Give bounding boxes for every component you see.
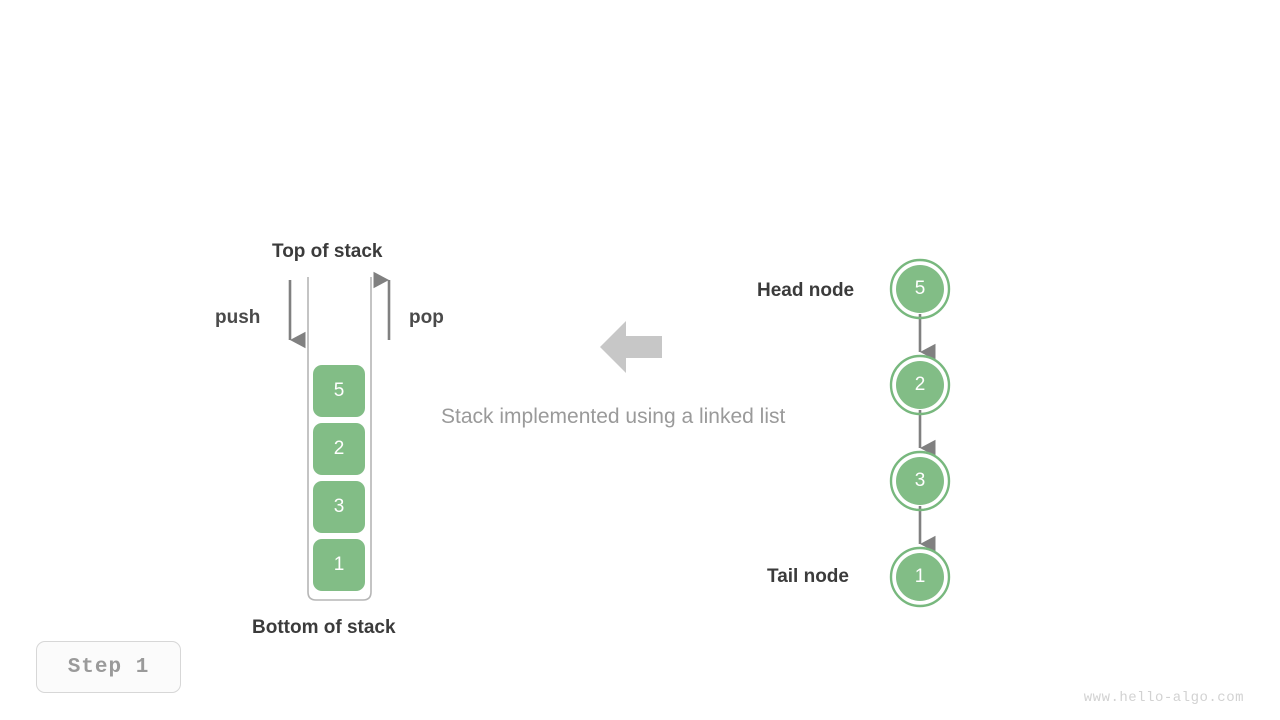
step-badge: Step 1: [36, 641, 181, 693]
linked-list-node: [889, 450, 951, 512]
diagram-caption: Stack implemented using a linked list: [441, 405, 786, 428]
stack-top-label: Top of stack: [272, 241, 383, 262]
stack-cell-value: 3: [333, 496, 345, 517]
pop-label: pop: [409, 307, 444, 328]
stack-cell-value: 5: [333, 380, 345, 401]
head-node-label: Head node: [757, 280, 855, 301]
linked-list-node: [889, 258, 951, 320]
stack-container-outline: [307, 277, 372, 601]
tail-node-label: Tail node: [767, 566, 849, 587]
stack-cell-value: 2: [333, 438, 345, 459]
stack-cell: 5: [313, 365, 365, 417]
push-label: push: [215, 307, 261, 328]
linked-list-node: [889, 354, 951, 416]
linked-list-graphic: [889, 258, 951, 608]
stack-bottom-label: Bottom of stack: [252, 617, 396, 638]
stack-cell-value: 1: [333, 554, 345, 575]
watermark: www.hello-algo.com: [1083, 690, 1244, 706]
stack-cell: 1: [313, 539, 365, 591]
stack-cell: 2: [313, 423, 365, 475]
linked-list-node: [889, 546, 951, 608]
stack-container: [307, 277, 372, 601]
stack-cell: 3: [313, 481, 365, 533]
left-pointing-arrow-icon: [600, 321, 662, 373]
